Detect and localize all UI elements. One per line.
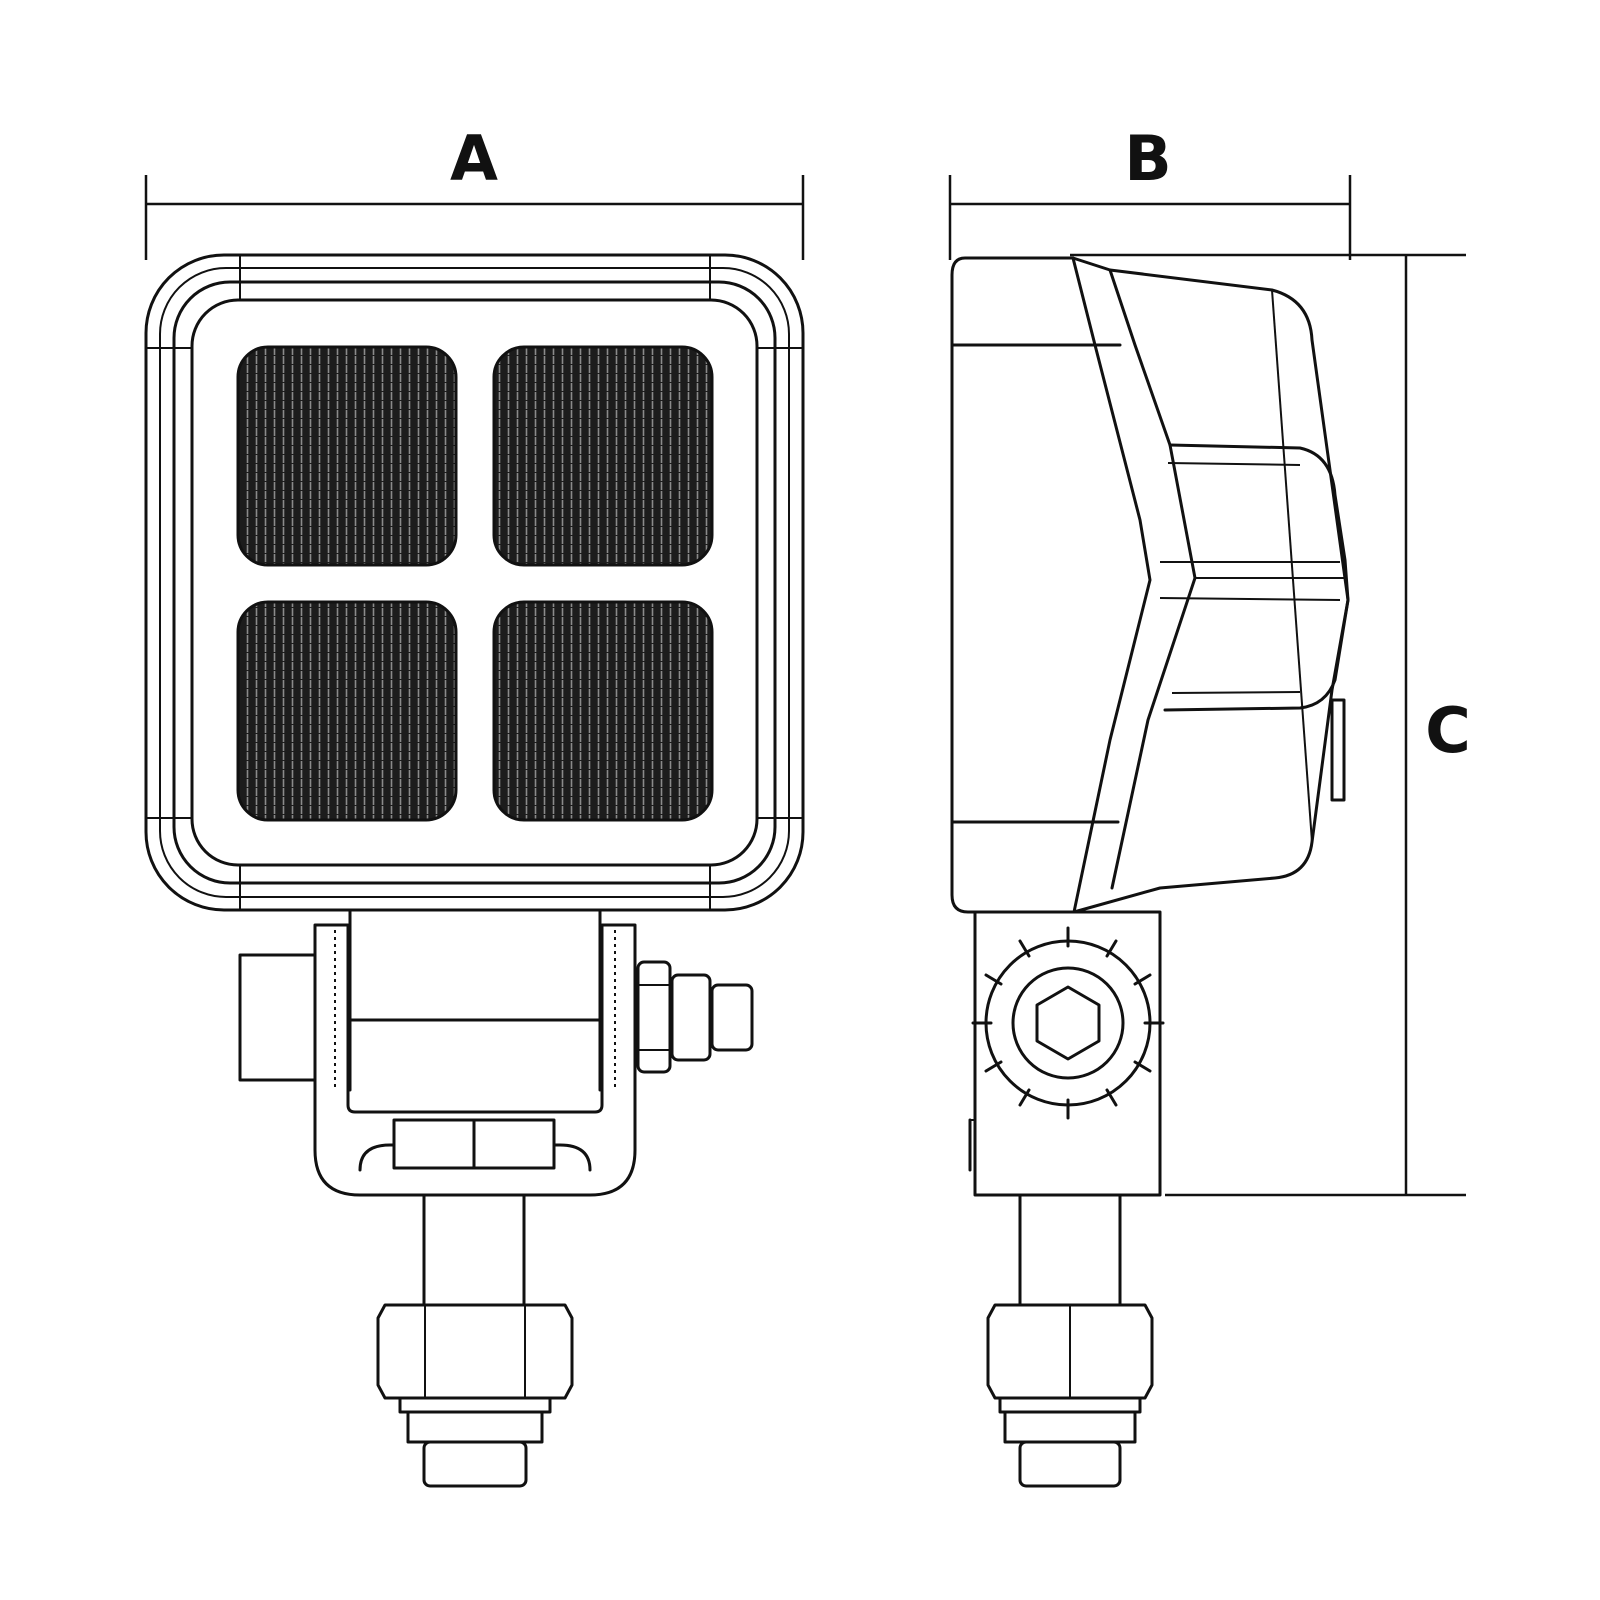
dimension-a: A [144,122,805,260]
led-lens-bottom-right [492,600,714,822]
dimension-a-label: A [450,122,498,195]
dimension-c: C [1070,253,1471,1197]
front-mount-stud [376,1193,574,1488]
front-view: A [144,122,805,1488]
hex-bolt [1035,985,1101,1061]
led-lens-top-left [236,345,458,567]
front-bracket [238,908,754,1197]
dimension-b: B [948,122,1352,260]
dimension-b-label: B [1124,122,1171,195]
side-view: B C [948,122,1471,1488]
led-lens-top-right [492,345,714,567]
side-mount-stud [986,1193,1154,1488]
dimension-c-label: C [1425,694,1471,767]
led-lens-bottom-left [236,600,458,822]
side-bracket [968,910,1165,1197]
led-lens-array [236,345,714,822]
ratchet-teeth [971,926,1165,1120]
side-housing [950,256,1350,914]
